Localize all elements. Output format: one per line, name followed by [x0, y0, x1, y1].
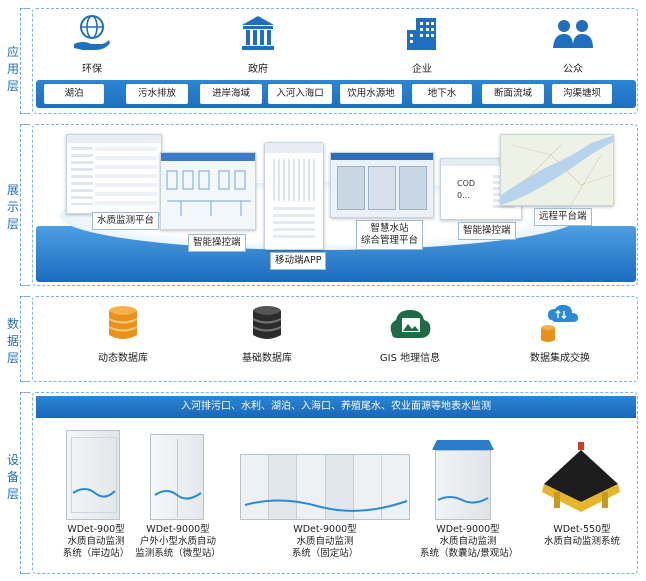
- smart-station-screen: [330, 152, 434, 218]
- app-chip-drinking-source[interactable]: 饮用水源地: [340, 84, 402, 104]
- app-group-label: 政府: [248, 64, 268, 75]
- device-layer-bracket: [20, 392, 30, 574]
- base-database-icon: [252, 306, 282, 339]
- app-group-government: 政府: [232, 14, 284, 75]
- device-cabinet-9000-kiosk: [432, 440, 494, 520]
- government-building-icon: [242, 16, 274, 50]
- smart-station-line1: 智慧水站: [370, 223, 409, 234]
- device-label-550: WDet-550型 水质自动监测系统: [534, 524, 630, 548]
- smart-control-screen-1: [160, 152, 256, 230]
- dynamic-database-icon: [108, 306, 138, 339]
- mobile-app-screen: [264, 142, 324, 250]
- cod-value: 0...: [457, 191, 470, 200]
- app-group-label: 公众: [563, 64, 583, 75]
- display-layer-bracket: [20, 124, 30, 286]
- device-label-9000-fixed: WDet-9000型 水质自动监测 系统（固定站）: [282, 524, 368, 560]
- device-micro-line2: 户外小型水质自动: [139, 536, 216, 547]
- water-platform-screen: [66, 134, 162, 214]
- device-550-line2: 水质自动监测系统: [543, 536, 620, 547]
- app-group-public: 公众: [546, 14, 600, 75]
- device-buoy-550: [538, 440, 624, 520]
- app-chip-basin[interactable]: 断面流域: [482, 84, 544, 104]
- device-kiosk-line3: 系统（数囊站/景观站）: [420, 548, 519, 559]
- device-cabinet-9000-fixed: [240, 454, 410, 520]
- data-item-label: 数据集成交换: [530, 353, 590, 364]
- app-group-enterprise: 企业: [398, 14, 446, 75]
- data-layer-label: 数据层: [4, 316, 22, 367]
- tag-water-platform: 水质监测平台: [92, 212, 160, 230]
- app-group-label: 环保: [82, 64, 102, 75]
- data-layer-bracket: [20, 296, 30, 382]
- app-chip-groundwater[interactable]: 地下水: [412, 84, 472, 104]
- device-layer-text: 设备层: [6, 453, 19, 501]
- device-label-900: WDet-900型 水质自动监测 系统（岸边站）: [54, 524, 138, 560]
- device-fixed-line2: 水质自动监测: [296, 536, 354, 547]
- data-item-dynamic-db: 动态数据库: [78, 304, 168, 364]
- display-layer-label: 展示层: [4, 182, 22, 233]
- app-group-environment: 环保: [68, 14, 116, 75]
- tag-smart-station: 智慧水站 综合管理平台: [356, 220, 424, 250]
- app-chip-coastal[interactable]: 进岸海域: [200, 84, 262, 104]
- tag-smart-control-1: 智能操控端: [188, 234, 246, 252]
- hand-globe-icon: [74, 15, 110, 50]
- data-item-base-db: 基础数据库: [222, 304, 312, 364]
- data-item-exchange: 数据集成交换: [512, 304, 608, 364]
- device-cabinet-900: [66, 430, 120, 520]
- device-layer-label: 设备层: [4, 452, 22, 503]
- cod-label: COD: [457, 179, 476, 188]
- app-group-label: 企业: [412, 64, 432, 75]
- office-building-icon: [407, 18, 436, 50]
- device-900-line1: WDet-900型: [67, 524, 125, 535]
- device-kiosk-line1: WDet-9000型: [436, 524, 500, 535]
- tag-smart-control-2: 智能操控端: [458, 222, 516, 240]
- app-chip-estuary[interactable]: 入河入海口: [268, 84, 332, 104]
- data-item-label: 基础数据库: [242, 353, 292, 364]
- smart-station-line2: 综合管理平台: [361, 235, 419, 246]
- device-label-9000-kiosk: WDet-9000型 水质自动监测 系统（数囊站/景观站）: [420, 524, 519, 560]
- app-chip-sewage[interactable]: 污水排放: [126, 84, 188, 104]
- device-micro-line1: WDet-9000型: [146, 524, 210, 535]
- data-exchange-icon: [541, 304, 578, 342]
- device-kiosk-line2: 水质自动监测: [439, 536, 497, 547]
- tag-mobile-app: 移动端APP: [270, 252, 327, 270]
- data-item-label: GIS 地理信息: [379, 353, 441, 364]
- app-chip-ditch[interactable]: 沟渠塘坝: [552, 84, 612, 104]
- display-layer-text: 展示层: [6, 183, 19, 231]
- device-fixed-line3: 系统（固定站）: [291, 548, 359, 559]
- device-banner: 入河排污口、水利、湖泊、入海口、养殖尾水、农业面源等地表水监测: [36, 396, 636, 418]
- app-chip-lake[interactable]: 湖泊: [44, 84, 104, 104]
- data-item-label: 动态数据库: [98, 353, 148, 364]
- device-micro-line3: 监测系统（微型站）: [135, 548, 221, 559]
- gis-map-icon: [390, 310, 431, 338]
- device-cabinet-9000-micro: [150, 434, 204, 520]
- data-layer-text: 数据层: [6, 317, 19, 365]
- data-item-gis: GIS 地理信息: [362, 304, 458, 364]
- device-fixed-line1: WDet-9000型: [293, 524, 357, 535]
- device-900-line2: 水质自动监测: [67, 536, 125, 547]
- device-550-line1: WDet-550型: [553, 524, 611, 535]
- app-layer-label: 应用层: [4, 44, 22, 95]
- device-900-line3: 系统（岸边站）: [62, 548, 130, 559]
- app-layer-text: 应用层: [6, 45, 19, 93]
- people-icon: [553, 20, 593, 48]
- tag-remote-platform: 远程平台端: [534, 208, 592, 226]
- app-layer-bracket: [20, 8, 30, 114]
- remote-platform-map: [500, 134, 614, 206]
- device-label-9000-micro: WDet-9000型 户外小型水质自动 监测系统（微型站）: [134, 524, 222, 560]
